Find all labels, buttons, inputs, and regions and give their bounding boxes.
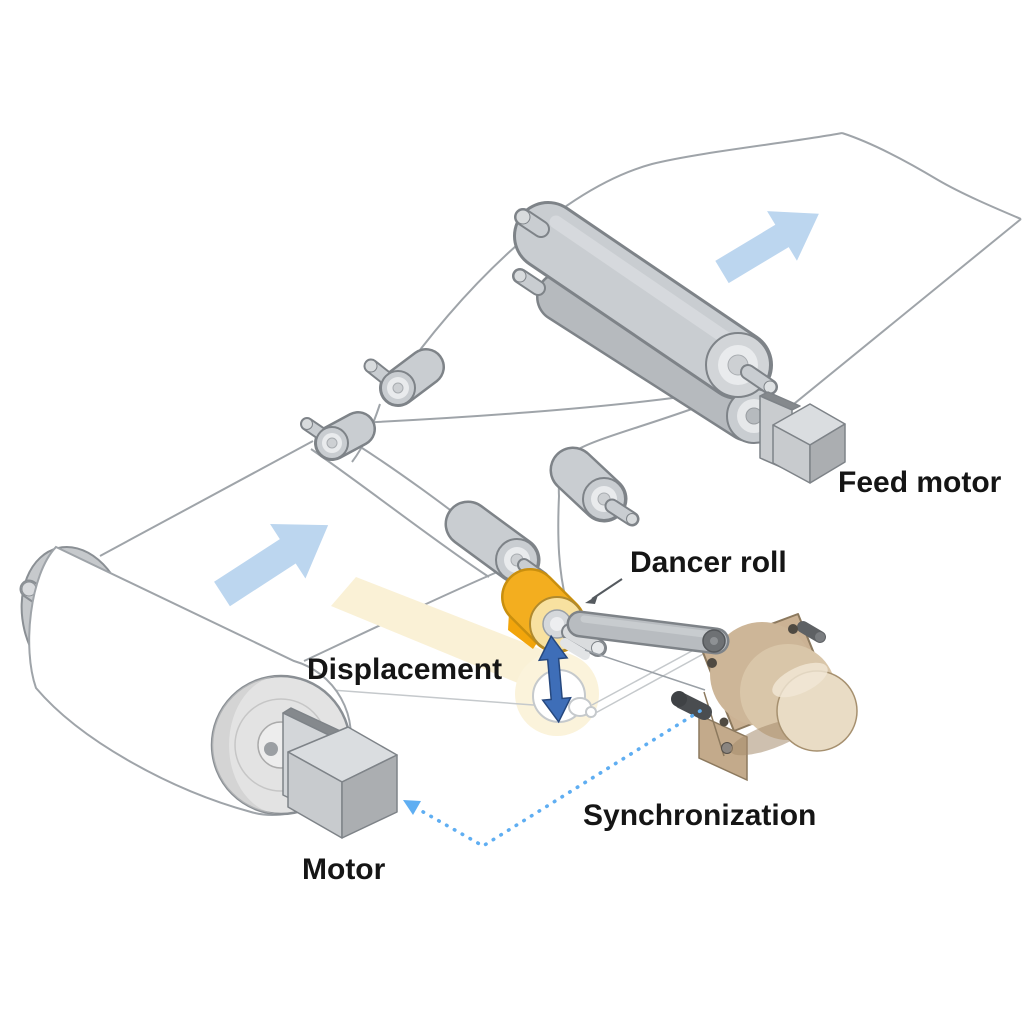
device-bolt-2 [788,624,798,634]
motor-cube-right [341,754,398,839]
idler2-hub [326,437,338,449]
dancer-arm [569,613,727,652]
flow-arrow-left-icon [214,524,329,607]
sync-arrow-icon [403,709,702,849]
idler1-stub-cap [364,359,378,373]
dancer-link-line [584,649,706,691]
motor-box [282,707,398,839]
device-highlight [772,662,828,698]
drum-axle [264,742,278,756]
dancer-roll-label: Dancer roll [630,546,787,579]
nip-roller-body [538,273,772,440]
feed-motor-label: Feed motor [838,466,1002,499]
pointer-head [585,595,598,604]
dancer-arm-highlight [580,615,716,639]
displacement-arrow-shape [537,634,572,724]
web-span-to-nip [333,395,689,425]
ghost-arm-edge-bottom [589,646,717,717]
idler2-stub-cap [301,418,313,430]
dancer-roll-hub-inner [550,617,564,631]
sync-dotted-path [416,709,702,849]
dancer-pivot-device [671,613,858,782]
drum-roll [19,545,353,817]
web-left-band-edge [99,440,314,557]
flow-arrow-top-icon [715,211,819,284]
web-span-b [310,448,490,578]
sync-arrowhead [403,800,421,815]
web-top-wavy-edge [841,132,1022,220]
idler-roller-c [444,500,549,585]
feed-roller-highlight [549,215,740,350]
displacement-arrow-icon [537,634,572,724]
idler1-hub [392,382,404,394]
dancer-assembly [501,568,730,691]
ghost-web-line [304,687,548,707]
device-foot-brace [703,691,725,757]
idler-roller-2 [300,411,376,461]
web-rollerb-to-dancer [557,495,567,601]
ghost-dancer-shaft [585,706,597,718]
nip-stub-cap [513,269,527,283]
motor-label: Motor [302,853,386,886]
device-bolt-1 [707,658,717,668]
feed-roller-body [516,204,770,397]
feed-stub-cap [515,209,531,225]
feed-section [512,201,846,484]
dancer-shaft-stub-2 [560,638,590,660]
synchronization-label: Synchronization [583,799,816,832]
feed-shaft-cap [763,380,777,394]
web-drape-edge [397,132,843,381]
dancer-arm-pivot-dot [710,637,718,645]
flow-arrows [214,211,819,607]
device-side-knob-cap [815,632,825,642]
label-pointer-icon [585,578,623,604]
rollerb-shaft-cap [626,513,638,525]
dancer-range-band [331,577,548,686]
idler-roller-1 [363,348,445,407]
device-connector-tip [671,691,687,707]
feed-motor-box [759,391,846,484]
displacement-label: Displacement [307,653,502,686]
web-top-right-edge [756,218,1022,435]
drum-end-shade [212,676,281,814]
device-bolt-3 [719,717,729,727]
feed-cube-right [809,423,846,484]
idler-roller-b [549,446,640,527]
